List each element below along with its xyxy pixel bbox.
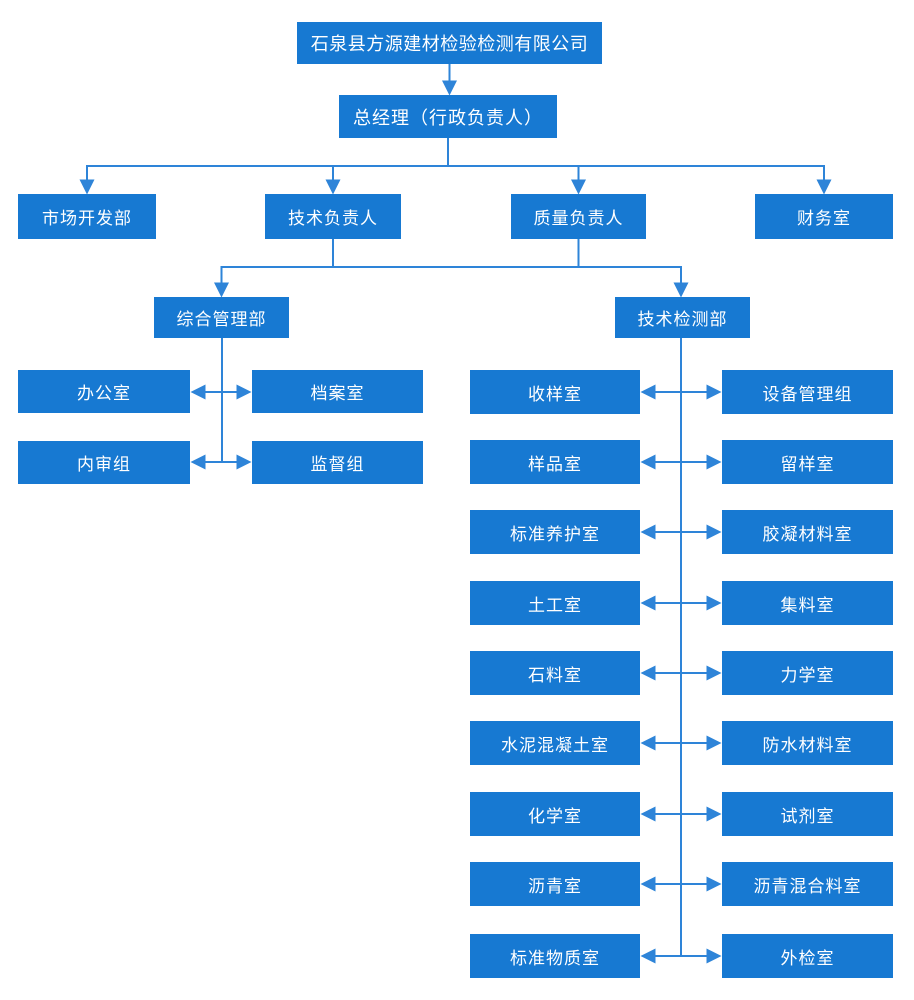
node-reference-material-room: 标准物质室	[470, 934, 640, 978]
node-geotech-room: 土工室	[470, 581, 640, 625]
node-standard-curing-room: 标准养护室	[470, 510, 640, 554]
connector-admin-spine	[190, 338, 252, 470]
node-sample-receiving-room: 收样室	[470, 370, 640, 414]
node-chemistry-room: 化学室	[470, 792, 640, 836]
node-reagent-room: 试剂室	[722, 792, 893, 836]
node-sample-room: 样品室	[470, 440, 640, 484]
node-admin-dept: 综合管理部	[154, 297, 289, 338]
node-archive-room: 档案室	[252, 370, 423, 413]
node-supervision-group: 监督组	[252, 441, 423, 484]
node-tech-lead: 技术负责人	[265, 194, 401, 239]
node-testing-dept: 技术检测部	[615, 297, 750, 338]
connector-leads-to-departments	[214, 239, 689, 298]
node-aggregate-room: 集料室	[722, 581, 893, 625]
node-general-manager: 总经理（行政负责人）	[339, 95, 557, 138]
node-equipment-mgmt-group: 设备管理组	[722, 370, 893, 414]
node-cement-concrete-room: 水泥混凝土室	[470, 721, 640, 765]
node-mechanics-room: 力学室	[722, 651, 893, 695]
connector-gm-to-level2	[79, 138, 832, 195]
connector-testing-spine	[640, 338, 722, 964]
node-asphalt-room: 沥青室	[470, 862, 640, 906]
node-retained-sample-room: 留样室	[722, 440, 893, 484]
node-company: 石泉县方源建材检验检测有限公司	[297, 22, 602, 64]
node-quality-lead: 质量负责人	[511, 194, 646, 239]
node-cementitious-material-room: 胶凝材料室	[722, 510, 893, 554]
node-asphalt-mixture-room: 沥青混合料室	[722, 862, 893, 906]
node-internal-audit-group: 内审组	[18, 441, 190, 484]
node-market-dev-dept: 市场开发部	[18, 194, 156, 239]
node-external-inspection-room: 外检室	[722, 934, 893, 978]
node-office-room: 办公室	[18, 370, 190, 413]
node-waterproof-material-room: 防水材料室	[722, 721, 893, 765]
node-stone-room: 石料室	[470, 651, 640, 695]
node-finance-office: 财务室	[755, 194, 893, 239]
